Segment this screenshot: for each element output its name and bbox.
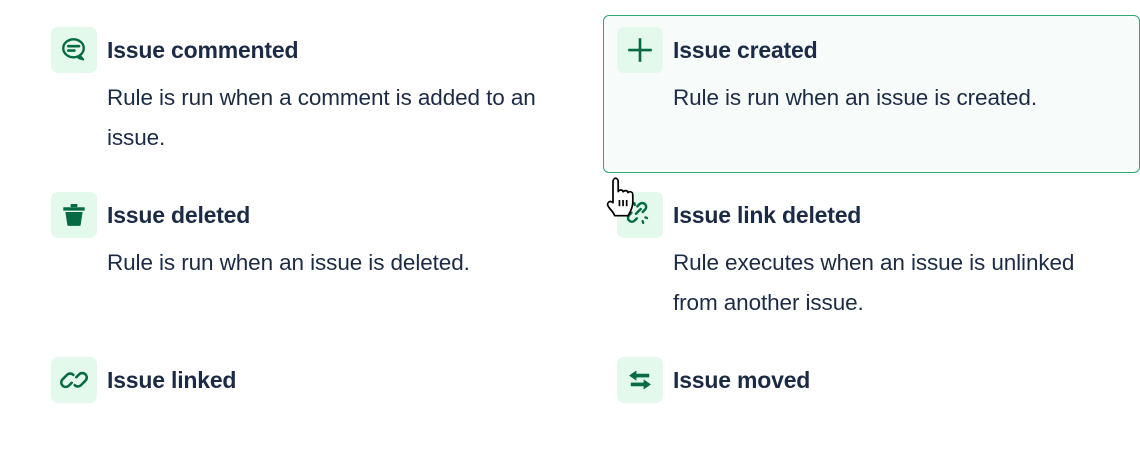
trash-icon xyxy=(51,192,97,238)
option-header: Issue link deleted xyxy=(617,192,1126,238)
trigger-option-issue-commented[interactable]: Issue commented Rule is run when a comme… xyxy=(37,15,574,173)
arrows-left-right-icon xyxy=(617,357,663,403)
link-icon xyxy=(51,357,97,403)
broken-link-icon xyxy=(617,192,663,238)
option-description: Rule is run when an issue is created. xyxy=(673,85,1037,110)
option-header: Issue deleted xyxy=(51,192,560,238)
option-header: Issue moved xyxy=(617,357,1126,403)
trigger-option-issue-assigned[interactable]: Issue assigned Rule is run when an issue… xyxy=(603,0,1140,8)
trigger-option-issue-link-deleted[interactable]: Issue link deleted Rule executes when an… xyxy=(603,180,1140,338)
option-title: Issue linked xyxy=(107,367,237,393)
option-header: Issue created xyxy=(617,27,1126,73)
trigger-option-field-value-changed[interactable]: Field value changed Rule is run when an … xyxy=(37,0,574,8)
trigger-option-issue-moved[interactable]: Issue moved xyxy=(603,345,1140,449)
comment-icon xyxy=(51,27,97,73)
plus-icon xyxy=(617,27,663,73)
option-description: Rule is run when a comment is added to a… xyxy=(107,85,536,150)
trigger-option-issue-created[interactable]: Issue created Rule is run when an issue … xyxy=(603,15,1140,173)
option-title: Issue created xyxy=(673,37,818,63)
option-header: Issue commented xyxy=(51,27,560,73)
option-description: Rule is run when an issue is deleted. xyxy=(107,250,470,275)
trigger-option-issue-deleted[interactable]: Issue deleted Rule is run when an issue … xyxy=(37,180,574,338)
option-header: Issue linked xyxy=(51,357,560,403)
option-title: Issue commented xyxy=(107,37,299,63)
trigger-option-issue-linked[interactable]: Issue linked xyxy=(37,345,574,449)
option-title: Issue moved xyxy=(673,367,811,393)
option-title: Issue deleted xyxy=(107,202,251,228)
option-title: Issue link deleted xyxy=(673,202,862,228)
option-description: Rule executes when an issue is unlinked … xyxy=(673,250,1075,315)
trigger-options-grid: Field value changed Rule is run when an … xyxy=(37,0,1140,449)
